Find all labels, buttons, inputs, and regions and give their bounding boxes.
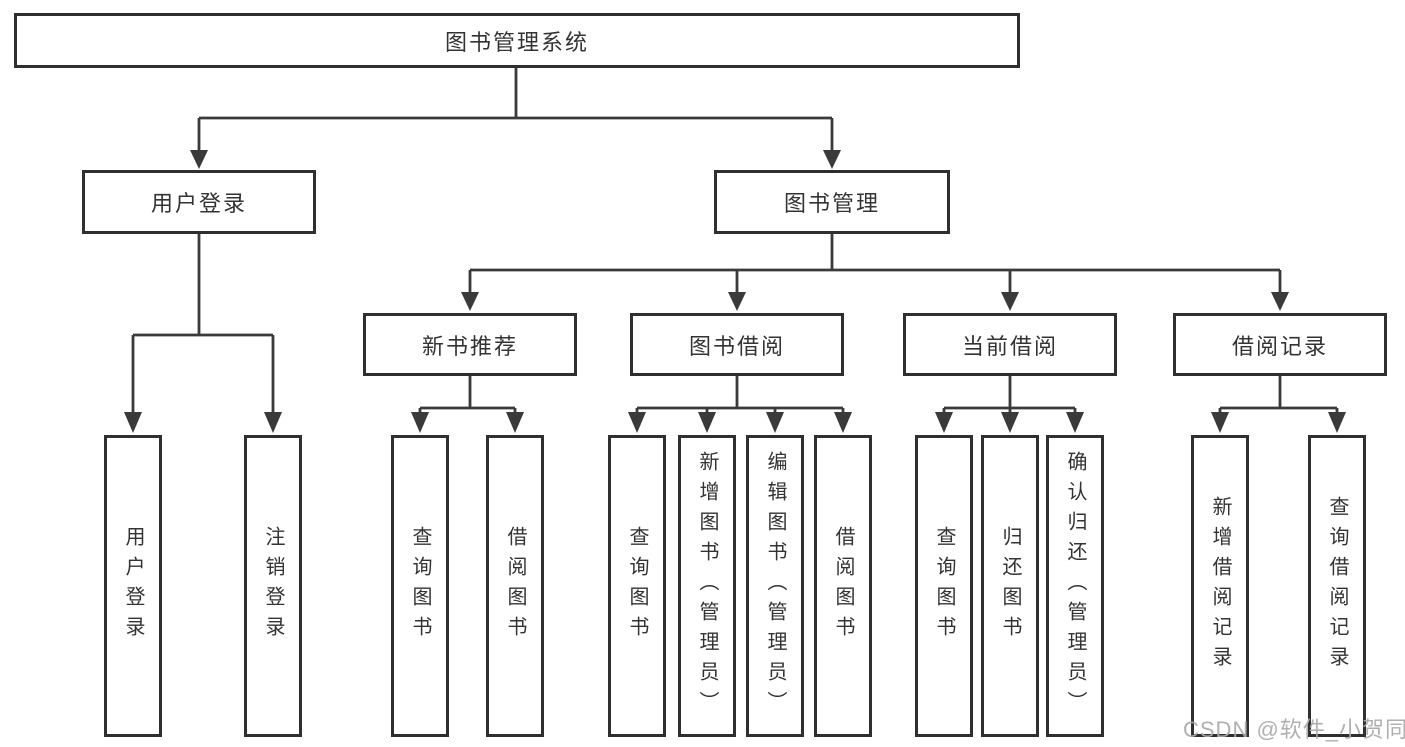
leaf-query-books-recommend: 查询图书 xyxy=(391,435,449,737)
watermark: CSDN @软件_小贺同学 xyxy=(1183,717,1405,742)
leaf-borrow-books-recommend: 借阅图书 xyxy=(486,435,544,737)
arrow-down-icon xyxy=(834,412,852,433)
leaf-label: 用户登录 xyxy=(122,526,144,646)
arrow-down-icon xyxy=(190,150,208,169)
arrow-down-icon xyxy=(506,412,524,433)
node-borrowing-records: 借阅记录 xyxy=(1173,313,1387,376)
arrow-down-icon xyxy=(1001,292,1019,311)
arrow-down-icon xyxy=(1271,292,1289,311)
leaf-user-login: 用户登录 xyxy=(104,435,162,737)
leaf-borrow-books-borrow: 借阅图书 xyxy=(814,435,872,737)
leaf-label: 新增图书（管理员） xyxy=(696,451,718,721)
leaf-query-books-borrow: 查询图书 xyxy=(608,435,666,737)
node-new-book-recommendation: 新书推荐 xyxy=(363,313,577,376)
arrow-down-icon xyxy=(1001,412,1019,433)
node-user-login: 用户登录 xyxy=(82,170,316,234)
leaf-label: 查询借阅记录 xyxy=(1326,496,1348,676)
leaf-label: 借阅图书 xyxy=(832,526,854,646)
leaf-label: 注销登录 xyxy=(262,526,284,646)
arrow-down-icon xyxy=(1211,412,1229,433)
leaf-confirm-return-admin: 确认归还（管理员） xyxy=(1046,435,1104,737)
leaf-label: 借阅图书 xyxy=(504,526,526,646)
leaf-label: 新增借阅记录 xyxy=(1209,496,1231,676)
node-root: 图书管理系统 xyxy=(14,13,1020,68)
arrow-down-icon xyxy=(461,292,479,311)
leaf-label: 查询图书 xyxy=(626,526,648,646)
node-book-management: 图书管理 xyxy=(714,170,950,234)
arrow-down-icon xyxy=(766,412,784,433)
leaf-label: 查询图书 xyxy=(409,526,431,646)
node-current-borrowing: 当前借阅 xyxy=(903,313,1117,376)
leaf-edit-book-admin: 编辑图书（管理员） xyxy=(746,435,804,737)
arrow-down-icon xyxy=(628,412,646,433)
leaf-logout: 注销登录 xyxy=(244,435,302,737)
arrow-down-icon xyxy=(1328,412,1346,433)
arrow-down-icon xyxy=(823,150,841,169)
arrow-down-icon xyxy=(698,412,716,433)
leaf-label: 确认归还（管理员） xyxy=(1064,451,1086,721)
leaf-add-borrow-record: 新增借阅记录 xyxy=(1191,435,1249,737)
arrow-down-icon xyxy=(264,412,282,433)
leaf-label: 编辑图书（管理员） xyxy=(764,451,786,721)
arrow-down-icon xyxy=(411,412,429,433)
arrow-down-icon xyxy=(935,412,953,433)
leaf-add-book-admin: 新增图书（管理员） xyxy=(678,435,736,737)
leaf-label: 归还图书 xyxy=(999,526,1021,646)
arrow-down-icon xyxy=(728,292,746,311)
leaf-query-books-current: 查询图书 xyxy=(915,435,973,737)
node-book-borrowing: 图书借阅 xyxy=(630,313,844,376)
leaf-return-books: 归还图书 xyxy=(981,435,1039,737)
arrow-down-icon xyxy=(124,412,142,433)
arrow-down-icon xyxy=(1066,412,1084,433)
leaf-query-borrow-record: 查询借阅记录 xyxy=(1308,435,1366,737)
leaf-label: 查询图书 xyxy=(933,526,955,646)
